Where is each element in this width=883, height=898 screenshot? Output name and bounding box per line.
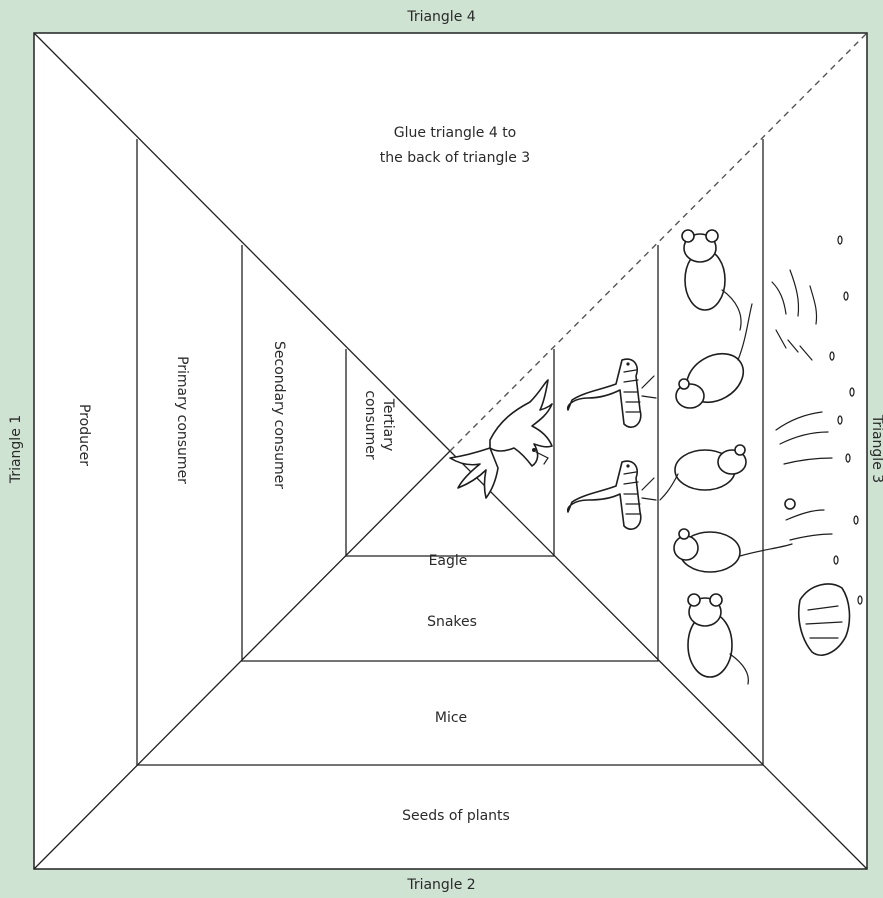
instruction-line-1: Glue triangle 4 to — [394, 125, 517, 141]
trophic-label-primary: Primary consumer — [174, 356, 190, 484]
instruction-line-2: the back of triangle 3 — [380, 150, 530, 166]
organism-label-mice: Mice — [435, 710, 467, 726]
trophic-label-tertiary-1: Tertiary — [380, 398, 396, 452]
organism-label-snakes: Snakes — [427, 614, 477, 630]
trophic-label-tertiary-2: consumer — [362, 390, 378, 460]
organism-label-eagle: Eagle — [429, 553, 468, 569]
organism-label-seeds: Seeds of plants — [402, 808, 510, 824]
trophic-label-producer: Producer — [76, 404, 92, 466]
trophic-label-secondary: Secondary consumer — [271, 341, 287, 489]
